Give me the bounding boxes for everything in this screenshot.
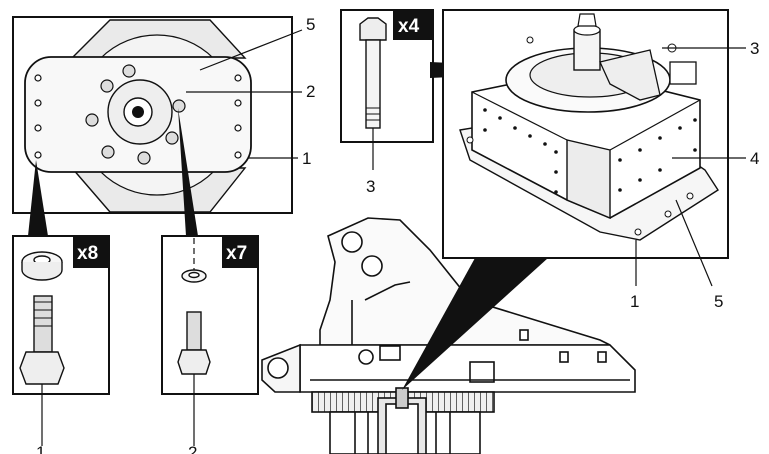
quantity-badge: x4	[398, 16, 420, 37]
callout-label: 3	[750, 39, 759, 58]
callout-label: 5	[714, 292, 723, 311]
detail-leader-wedge	[402, 258, 548, 390]
machine-upper-structure	[261, 217, 636, 454]
inset-bolt-large-washer	[12, 235, 110, 446]
inset-long-bolt	[340, 9, 434, 170]
quantity-badge: x7	[226, 243, 247, 264]
callout-label: 1	[36, 443, 45, 454]
callout-label: 4	[750, 149, 759, 168]
callout-label: 2	[188, 443, 197, 454]
leader-to-washer7	[178, 108, 198, 236]
quantity-badge: x8	[77, 243, 98, 264]
callout-label: 5	[306, 15, 315, 34]
callout-label: 2	[306, 82, 315, 101]
callout-label: 1	[302, 149, 311, 168]
inset-swivel-housing	[442, 9, 746, 287]
leader-to-washer8	[28, 160, 48, 236]
inset-bolt-small-washer	[161, 235, 259, 446]
callout-label: 1	[630, 292, 639, 311]
callout-label: 3	[366, 177, 375, 196]
inset-flange-plate	[12, 16, 303, 214]
